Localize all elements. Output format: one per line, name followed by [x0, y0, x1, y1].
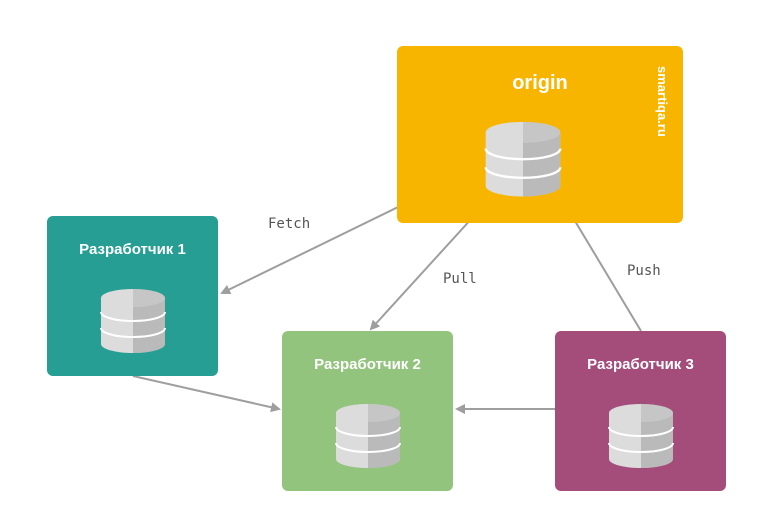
developer-1-title: Разработчик 1	[79, 241, 186, 258]
pull-label: Pull	[443, 271, 477, 287]
developer-3-node: Разработчик 3	[555, 331, 726, 491]
database-icon	[100, 289, 166, 353]
fetch-label: Fetch	[268, 216, 311, 232]
developer-1-node: Разработчик 1	[47, 216, 218, 376]
developer-2-node: Разработчик 2	[282, 331, 453, 491]
origin-node: origin smartiqa.ru	[397, 46, 683, 223]
database-icon	[608, 404, 674, 468]
origin-title: origin	[512, 72, 568, 94]
developer-3-title: Разработчик 3	[587, 356, 694, 373]
developer-2-title: Разработчик 2	[314, 356, 421, 373]
dev1-to-dev2-arrow	[132, 375, 281, 413]
push-label: Push	[627, 263, 661, 279]
watermark-text: smartiqa.ru	[655, 66, 670, 137]
database-icon	[484, 121, 562, 197]
database-icon	[335, 404, 401, 468]
